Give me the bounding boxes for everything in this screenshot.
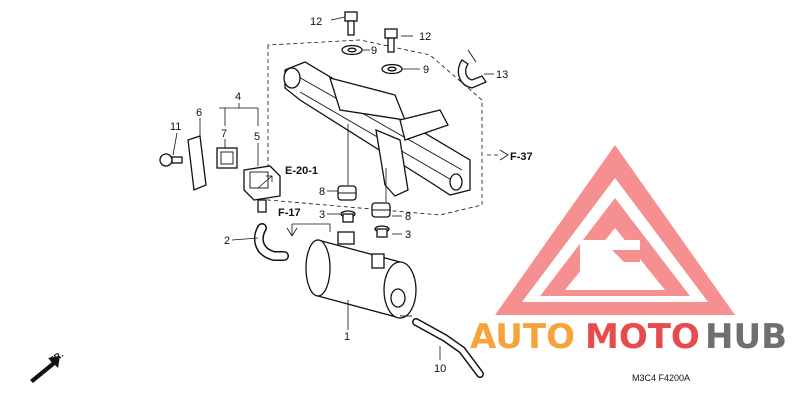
- callout-2: 2: [224, 235, 230, 247]
- callout-8a: 8: [319, 186, 325, 198]
- connector-7-icon: [216, 147, 238, 169]
- front-label: FR.: [47, 349, 65, 366]
- callout-6: 6: [196, 107, 202, 119]
- arrow-f17-icon: [286, 227, 298, 237]
- callout-7: 7: [221, 128, 227, 140]
- grommet-8a-icon: [337, 185, 357, 201]
- bolt-12a-icon: [344, 11, 358, 36]
- watermark-logo-icon: [495, 145, 735, 315]
- watermark-word-auto: AUTO: [470, 317, 575, 357]
- bracket-6-icon: [187, 135, 207, 191]
- callouts: 12 12 9 9 13 4 6 7 5 11 2 8 3 8 3 1 10: [170, 16, 508, 375]
- bolt-12b-icon: [384, 28, 398, 53]
- collar-3b-icon: [374, 225, 390, 238]
- arrow-f37-icon: [499, 149, 509, 161]
- frame-bracket: [283, 61, 471, 197]
- watermark-word-hub: HUB: [705, 317, 787, 357]
- callout-12b: 12: [419, 31, 431, 43]
- front-arrow-icon: [30, 356, 60, 383]
- tube-10-icon: [412, 318, 484, 378]
- bolt-11-icon: [159, 153, 183, 167]
- callout-12a: 12: [310, 16, 322, 28]
- callout-9a: 9: [371, 45, 377, 57]
- ref-f17[interactable]: F-17: [278, 207, 301, 219]
- assembly-boundary: [267, 39, 483, 216]
- hose-2-icon: [253, 223, 289, 261]
- callout-4: 4: [235, 91, 241, 103]
- drawing-code: M3C4 F4200A: [632, 373, 690, 383]
- callout-3b: 3: [405, 229, 411, 241]
- callout-1: 1: [344, 331, 350, 343]
- callout-8b: 8: [405, 211, 411, 223]
- callout-10: 10: [434, 363, 446, 375]
- ref-f37[interactable]: F-37: [510, 151, 533, 163]
- clamp-13-icon: [457, 49, 487, 89]
- watermark-word-moto: MOTO: [585, 317, 700, 357]
- collar-3a-icon: [340, 210, 356, 223]
- callout-13: 13: [496, 69, 508, 81]
- callout-3a: 3: [319, 209, 325, 221]
- callout-11: 11: [170, 121, 181, 133]
- callout-5: 5: [254, 131, 260, 143]
- solenoid-valve-5-icon: [243, 165, 281, 213]
- callout-9b: 9: [423, 64, 429, 76]
- washer-9a-icon: [341, 44, 363, 56]
- watermark-wordmark: AUTO MOTO HUB: [470, 317, 787, 357]
- leader-lines: [172, 16, 500, 360]
- ref-e20[interactable]: E-20-1: [285, 165, 318, 177]
- canister-1-icon: [305, 231, 417, 319]
- arrow-e20-icon: [257, 175, 273, 189]
- grommet-8b-icon: [371, 202, 391, 218]
- washer-9b-icon: [381, 63, 403, 75]
